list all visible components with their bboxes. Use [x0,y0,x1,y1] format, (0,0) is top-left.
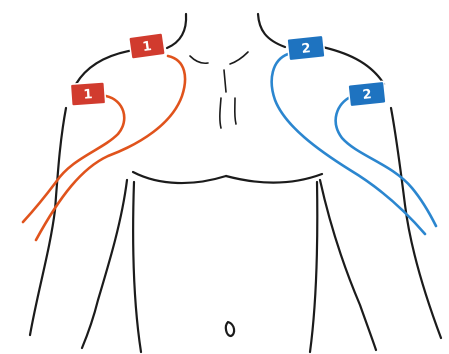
left-torso-side [133,182,141,352]
neck-right-line [258,14,285,47]
right-arm-inner [320,180,376,350]
channel-2-wires [272,54,436,234]
right-collarbone [230,52,248,64]
right-shoulder-line [318,46,384,84]
left-shoulder-line [76,50,134,84]
right-pectoral-line [226,174,322,183]
pad-2-upper-label: 2 [301,41,312,57]
neck-left-line [167,14,186,48]
right-chest-mark [235,98,236,124]
channel-2-lead-wire-side [336,96,436,226]
channel-1-lead-wire-top [36,56,185,240]
left-chest-mark [220,98,221,128]
electrode-pad-channel-1-lower: 1 [70,82,105,106]
channel-1-lead-wire-side [23,96,124,222]
left-collarbone [190,56,208,63]
electrode-pad-channel-2-upper: 2 [287,35,325,61]
torso-outline [30,14,441,352]
sternum-line [224,70,226,92]
right-torso-side [310,182,317,352]
navel [226,322,234,336]
left-pectoral-line [133,172,226,183]
left-arm-inner [82,180,127,348]
electrode-pad-channel-1-upper: 1 [129,33,166,60]
pad-1-lower-label: 1 [83,87,93,103]
pad-2-lower-label: 2 [362,87,373,103]
electrode-pad-channel-2-lower: 2 [348,81,386,107]
